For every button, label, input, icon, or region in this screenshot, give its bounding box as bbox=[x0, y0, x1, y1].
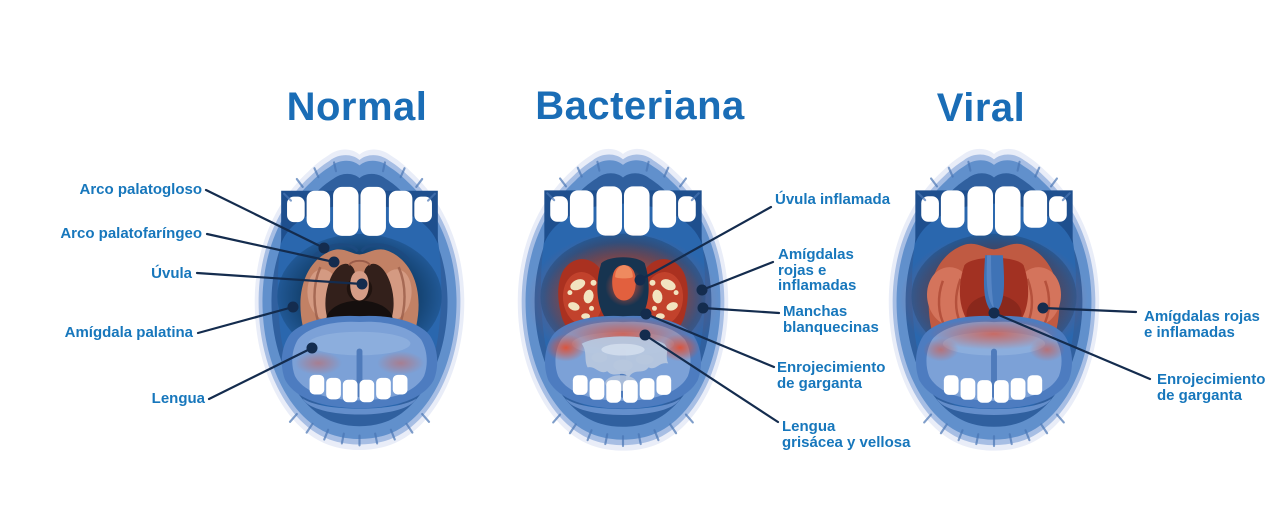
label-arco-palatogloso: Arco palatogloso bbox=[79, 181, 202, 198]
label-uvula: Úvula bbox=[151, 265, 192, 282]
label-lengua: Lengua bbox=[151, 390, 205, 407]
leader-enrojecimiento-bact bbox=[640, 308, 776, 369]
label-amigdala-palatina: Amígdala palatina bbox=[64, 324, 193, 341]
leader-arco-palatogloso bbox=[204, 188, 330, 254]
title-viral: Viral bbox=[936, 86, 1026, 130]
label-enrojecimiento-garganta-bact: Enrojecimiento de garganta bbox=[777, 359, 886, 392]
label-uvula-inflamada: Úvula inflamada bbox=[775, 191, 891, 208]
label-amigdalas-rojas-inflamadas: Amígdalas rojas e inflamadas bbox=[778, 246, 857, 294]
leader-enrojecimiento-viral bbox=[988, 307, 1152, 381]
label-enrojecimiento-garganta-viral: Enrojecimiento de garganta bbox=[1157, 371, 1266, 404]
title-bacteriana: Bacteriana bbox=[535, 84, 745, 128]
leader-uvula bbox=[195, 271, 368, 290]
mouth-bacterial-illustration bbox=[505, 140, 741, 457]
leader-amigdalas-rojas-bact bbox=[696, 260, 775, 296]
tongue-blush bbox=[294, 351, 425, 375]
leader-amigdala-palatina bbox=[196, 301, 299, 335]
label-manchas-blanquecinas: Manchas blanquecinas bbox=[783, 303, 879, 336]
label-amigdalas-rojas-inflamadas-viral: Amígdalas rojas e inflamadas bbox=[1144, 308, 1260, 341]
leader-manchas-blanquecinas bbox=[697, 302, 781, 315]
label-arco-palatofaringeo: Arco palatofaríngeo bbox=[60, 225, 202, 242]
leader-arco-palatofaringeo bbox=[205, 232, 340, 268]
leader-lengua-grisacea bbox=[639, 329, 780, 424]
title-normal: Normal bbox=[286, 85, 428, 129]
leader-lengua bbox=[207, 342, 318, 401]
label-lengua-grisacea-vellosa: Lengua grisácea y vellosa bbox=[782, 418, 911, 451]
leader-uvula-inflamada bbox=[634, 205, 773, 286]
leader-amigdalas-rojas-viral bbox=[1037, 302, 1138, 314]
